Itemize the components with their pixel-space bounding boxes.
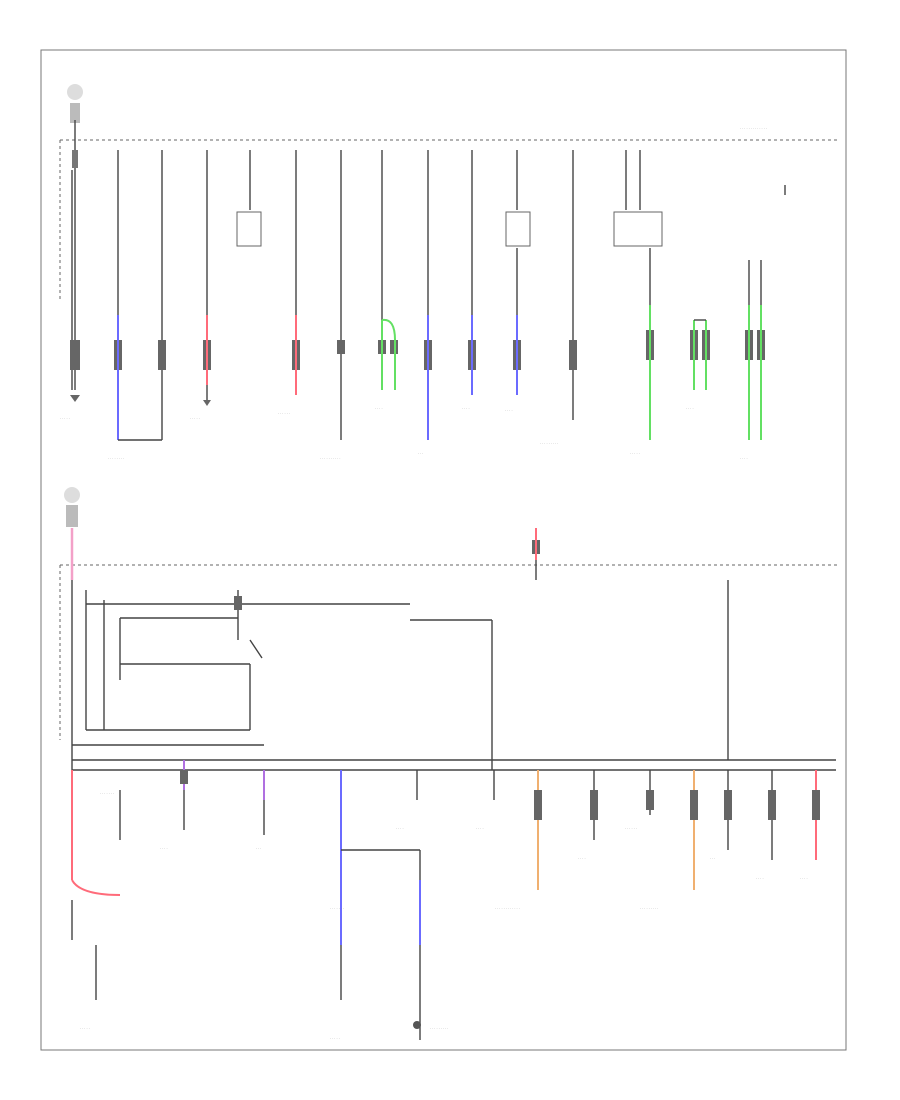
svg-text:· · · ·: · · · ·	[476, 827, 484, 831]
svg-text:· · · ·: · · · ·	[505, 409, 513, 413]
svg-text:· · · · ·: · · · · ·	[330, 1037, 340, 1041]
connectors-top	[70, 330, 765, 370]
relay-block	[64, 487, 836, 800]
svg-text:· · · · · · · · ·: · · · · · · · · ·	[540, 442, 558, 446]
svg-text:· · · ·: · · · ·	[375, 407, 383, 411]
svg-text:· · · · · · · · · ·: · · · · · · · · · ·	[320, 457, 340, 461]
svg-text:· · ·: · · ·	[256, 847, 261, 851]
svg-text:· · · ·: · · · ·	[578, 857, 586, 861]
lower-branches	[71, 760, 820, 1040]
svg-text:· · · ·: · · · ·	[740, 457, 748, 461]
fuse-row	[117, 150, 786, 440]
svg-text:· · · · ·: · · · · ·	[80, 1027, 90, 1031]
svg-text:· · · ·: · · · ·	[462, 407, 470, 411]
svg-text:· · · · · · ·: · · · · · · ·	[330, 907, 344, 911]
svg-text:· · ·: · · ·	[710, 857, 715, 861]
svg-text:· · · · · · · · ·: · · · · · · · · ·	[430, 1027, 448, 1031]
svg-text:· · · · · · · ·: · · · · · · · ·	[108, 457, 124, 461]
svg-text:· · · ·: · · · ·	[800, 877, 808, 881]
svg-text:· · · · · · · · · · · · ·: · · · · · · · · · · · · ·	[740, 127, 767, 131]
svg-text:· · · · · ·: · · · · · ·	[625, 827, 637, 831]
lower-labels: · · · · · · · · · · · · · · · · · · · · …	[80, 792, 808, 1041]
svg-text:· · · ·: · · · ·	[160, 847, 168, 851]
top-ground-joins	[70, 395, 211, 441]
svg-text:· · · ·: · · · ·	[686, 407, 694, 411]
diagram-frame	[40, 49, 847, 1051]
svg-text:· · ·: · · ·	[418, 452, 423, 456]
svg-text:· · · · · · · · ·: · · · · · · · · ·	[640, 907, 658, 911]
top-labels: · · · · · · · · · · · · · · · · · · · · …	[60, 127, 767, 461]
svg-text:· · · · · · · · · · · ·: · · · · · · · · · · · ·	[495, 907, 520, 911]
svg-text:· · · · ·: · · · · ·	[190, 417, 200, 421]
svg-text:· · · · ·: · · · · ·	[630, 452, 640, 456]
colored-wires-top	[117, 260, 762, 440]
svg-text:· · · · · ·: · · · · · ·	[278, 412, 290, 416]
svg-text:· · · · ·: · · · · ·	[60, 417, 70, 421]
svg-text:· · · ·: · · · ·	[396, 827, 404, 831]
svg-text:· · · ·: · · · ·	[756, 877, 764, 881]
svg-text:· · · · · · ·: · · · · · · ·	[100, 792, 114, 796]
